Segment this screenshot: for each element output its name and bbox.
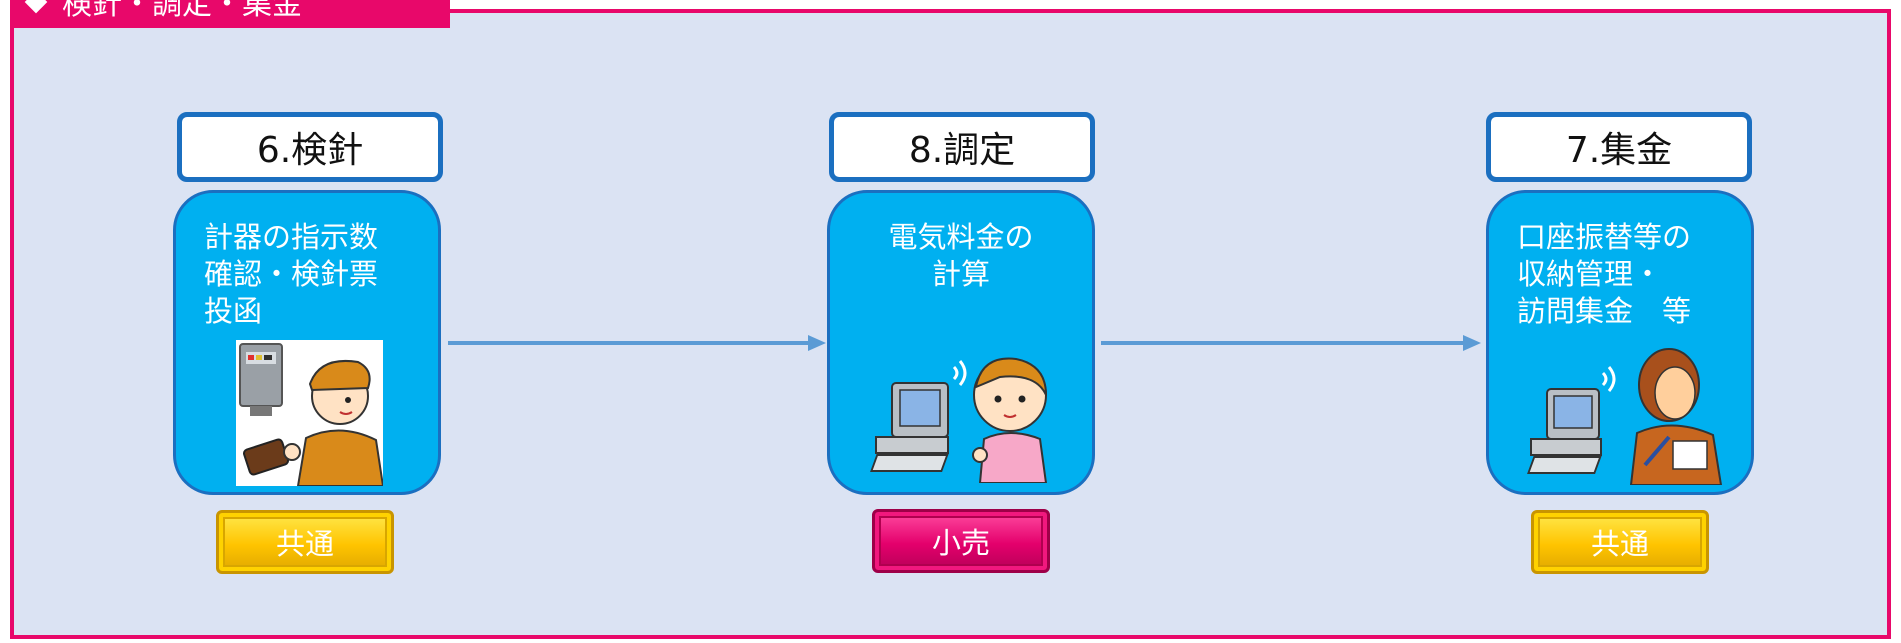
section-header: 検針・調定・集金: [10, 0, 450, 28]
step-card-collection: 口座振替等の 収納管理・ 訪問集金 等: [1486, 190, 1754, 495]
computer-user-illustration-icon: [870, 357, 1048, 483]
step-card-billing: 電気料金の 計算: [827, 190, 1095, 495]
step-title-meter-reading: 6.検針: [177, 112, 443, 182]
step-card-meter-reading: 計器の指示数 確認・検針票 投函: [173, 190, 441, 495]
section-title: 検針・調定・集金: [62, 0, 302, 22]
flow-arrow-2: [1101, 335, 1481, 351]
step-title-billing: 8.調定: [829, 112, 1095, 182]
step-description: 計器の指示数 確認・検針票 投函: [204, 220, 379, 328]
meter-reader-illustration-icon: [236, 340, 383, 486]
collector-computer-illustration-icon: [1527, 348, 1723, 485]
badge-retail: 小売: [872, 509, 1050, 573]
step-description: 電気料金の 計算: [888, 220, 1034, 291]
badge-common: 共通: [216, 510, 394, 574]
badge-common: 共通: [1531, 510, 1709, 574]
flow-arrow-1: [448, 335, 826, 351]
diamond-bullet-icon: [24, 0, 48, 14]
step-description: 口座振替等の 収納管理・ 訪問集金 等: [1517, 220, 1692, 328]
step-title-collection: 7.集金: [1486, 112, 1752, 182]
